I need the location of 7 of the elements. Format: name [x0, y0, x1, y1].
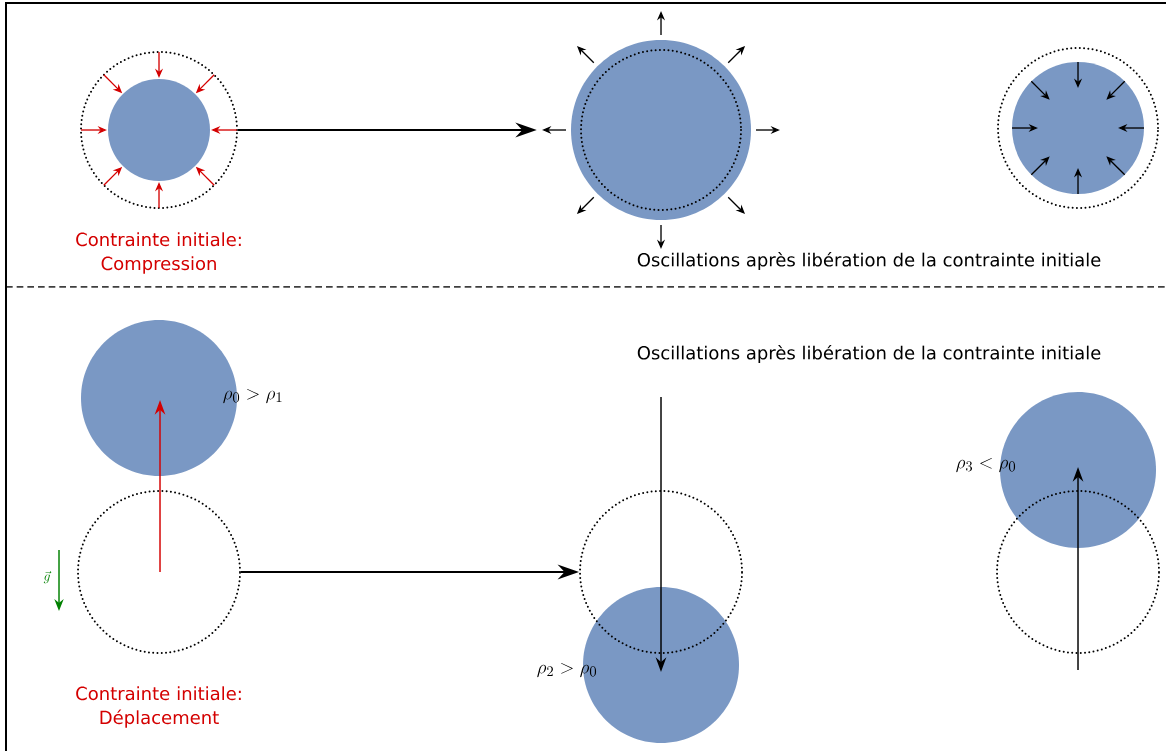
caption-text: Oscillations après libération de la contrainte initiale: [637, 251, 1101, 271]
caption-text: Contrainte initiale: Compression: [76, 232, 241, 274]
caption-text: Oscillations après libération de la contrainte initiale: [637, 344, 1101, 364]
density-label: $\rho_0 > \rho_1$: [223, 389, 282, 404]
caption-text: Contrainte initiale: Déplacement: [76, 686, 241, 728]
bubble-drawing: [80, 51, 238, 209]
bubble-drawing: [997, 47, 1159, 209]
